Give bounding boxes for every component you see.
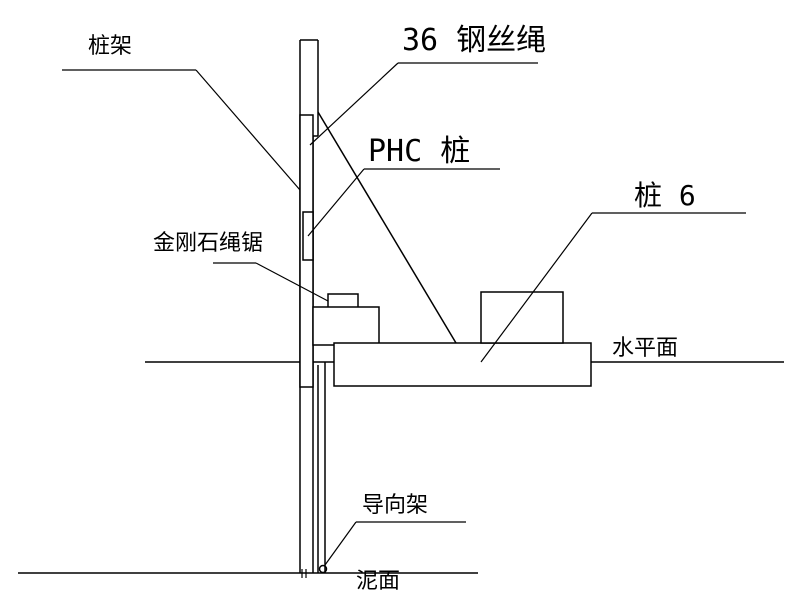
leader-phc [307,168,365,237]
label-wire-rope: 36 钢丝绳 [402,23,546,58]
guide-wheel [318,564,328,574]
leader-saw [255,262,329,302]
pile-6-platform [333,342,592,387]
label-water-level: 水平面 [612,336,678,361]
label-pile-6: 桩 6 [634,179,696,212]
leader-guide [324,521,357,566]
wire-rope [317,111,457,344]
label-mud-surface: 泥面 [356,569,400,594]
label-guide-frame: 导向架 [362,493,428,518]
label-phc-pile: PHC 桩 [368,134,470,169]
leader-pile-frame [195,69,301,191]
saw-machine-top [327,293,359,309]
winch-box [480,291,564,344]
leader-wire-rope [309,62,399,146]
guide-frame [317,362,326,573]
label-pile-frame: 桩架 [88,34,132,59]
leader-pile6 [480,212,593,363]
label-diamond-saw: 金刚石绳锯 [153,231,263,256]
saw-machine-body [312,306,380,346]
